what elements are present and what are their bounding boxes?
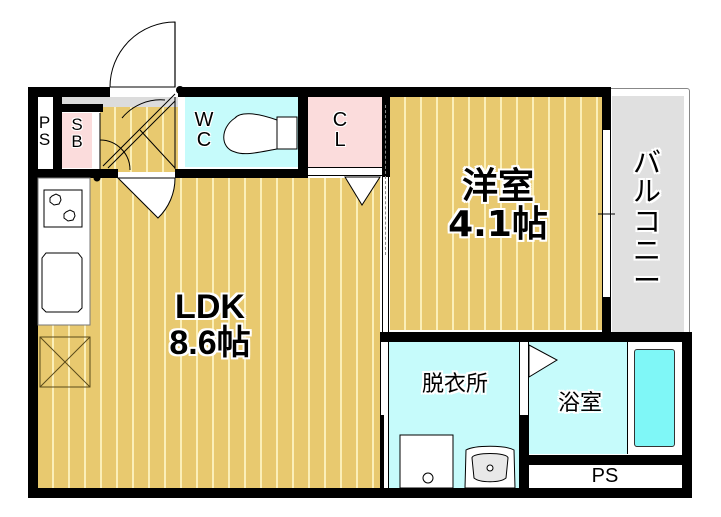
toilet-tank bbox=[276, 116, 298, 150]
western-room-size: 4.1帖 bbox=[448, 203, 548, 245]
wall-western-right-top bbox=[602, 87, 611, 129]
ldk-label: LDK 8.6帖 bbox=[140, 288, 280, 362]
wall-tub-left bbox=[627, 342, 628, 454]
wall-closet-right bbox=[382, 87, 390, 177]
entry-tile bbox=[60, 97, 178, 107]
sliding-door-track bbox=[385, 105, 387, 255]
closet-label: C L bbox=[332, 109, 348, 151]
closet-floor bbox=[308, 97, 382, 167]
bath-door-triangle bbox=[528, 344, 559, 378]
ldk-name: LDK bbox=[175, 288, 245, 326]
wall-dressing-bath bbox=[519, 415, 529, 488]
wall-western-right-bottom bbox=[602, 298, 611, 338]
burner-2 bbox=[63, 209, 76, 222]
wall-dressing-left-low bbox=[380, 415, 384, 488]
ps-bottom-label: PS bbox=[591, 465, 619, 487]
bathroom-door[interactable] bbox=[519, 342, 529, 415]
entry-floor bbox=[100, 97, 178, 172]
balcony-label: バ ル コ ニ ー bbox=[632, 146, 661, 297]
dressing-room-label: 脱衣所 bbox=[421, 372, 488, 397]
wall-bottom bbox=[28, 488, 692, 498]
wall-entry-bottom bbox=[28, 169, 118, 178]
toilet-bowl bbox=[223, 113, 278, 155]
shoebox-floor bbox=[62, 113, 92, 168]
wall-wc-right bbox=[298, 97, 308, 177]
wall-ps-divider bbox=[53, 97, 62, 169]
western-room-label: 洋室 4.1帖 bbox=[428, 168, 568, 244]
ps-left-label: P S bbox=[38, 113, 51, 149]
burner-1 bbox=[49, 193, 62, 206]
closet-door-strip bbox=[308, 167, 382, 176]
bathtub bbox=[634, 349, 675, 447]
wc-label: W C bbox=[194, 109, 214, 151]
stove bbox=[43, 189, 83, 228]
entrance-door-swing bbox=[109, 21, 176, 88]
bathroom-label: 浴室 bbox=[557, 391, 602, 416]
wall-bath-right bbox=[682, 332, 692, 498]
wall-ps-top bbox=[519, 455, 692, 465]
wall-top-left bbox=[28, 87, 110, 97]
shoebox-label: S B bbox=[71, 115, 83, 151]
ldk-size: 8.6帖 bbox=[169, 323, 251, 362]
wall-left bbox=[28, 87, 38, 497]
closet-door-triangle bbox=[344, 176, 381, 206]
fridge-space bbox=[39, 336, 91, 388]
wall-wc-bottom bbox=[175, 169, 308, 178]
sink bbox=[41, 252, 83, 313]
ps-bottom-floor bbox=[529, 465, 682, 488]
balcony-floor bbox=[612, 96, 684, 334]
ps-left-floor bbox=[36, 97, 53, 169]
wall-mid-horizontal bbox=[380, 332, 692, 342]
ldk-door-swing bbox=[116, 177, 176, 219]
wall-shoebox-top bbox=[53, 104, 103, 112]
wall-top-main bbox=[178, 87, 610, 97]
western-room-floor bbox=[390, 97, 602, 330]
ldk-floor bbox=[38, 178, 380, 488]
western-room-name: 洋室 bbox=[461, 166, 534, 207]
